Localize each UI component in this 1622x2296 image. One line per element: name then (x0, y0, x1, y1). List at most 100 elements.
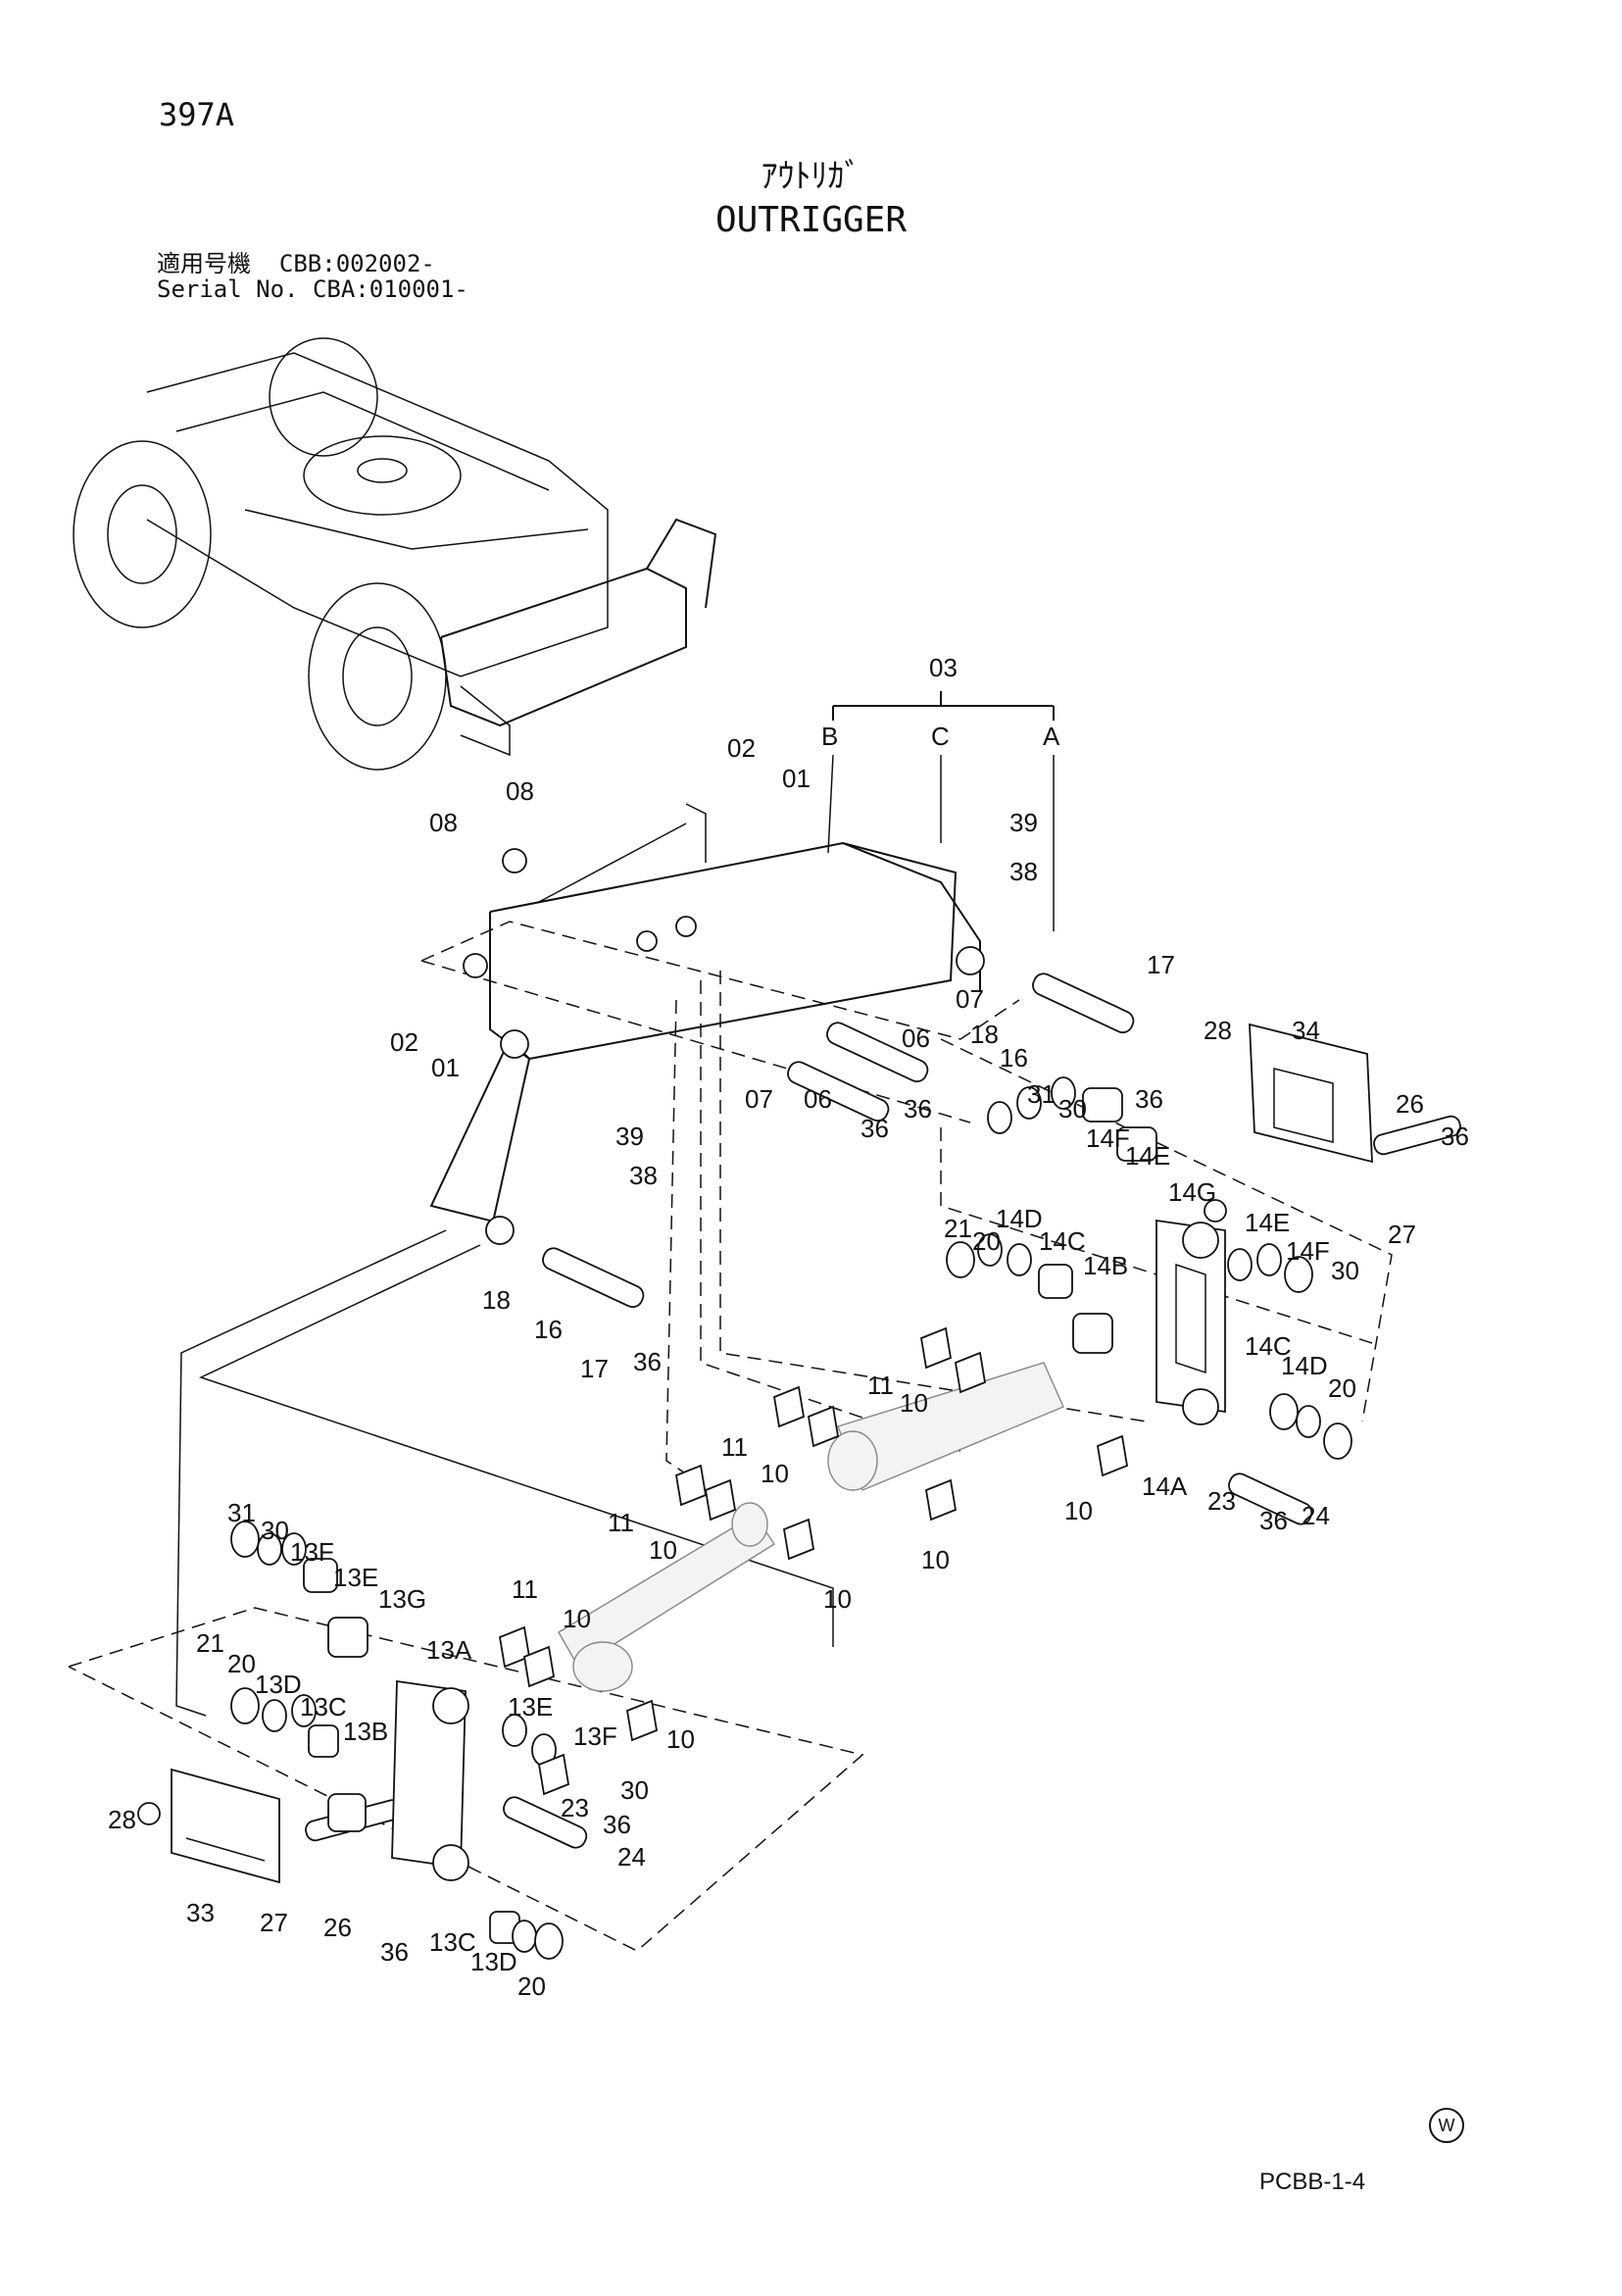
callout-10e: 10 (649, 1535, 677, 1565)
callout-20b: 20 (1328, 1373, 1356, 1403)
callout-31b: 31 (227, 1498, 256, 1527)
callout-C: C (931, 722, 950, 751)
callout-14F: 14F (1086, 1123, 1130, 1153)
links (391, 1219, 1226, 1881)
callout-18b: 18 (482, 1285, 511, 1315)
callout-14C: 14C (1039, 1226, 1086, 1256)
callout-36h: 36 (380, 1937, 409, 1967)
callout-14E-b: 14E (1245, 1208, 1290, 1237)
callout-34: 34 (1292, 1016, 1320, 1045)
callout-07: 07 (956, 984, 984, 1014)
callout-14D-b: 14D (1281, 1351, 1328, 1380)
callout-20: 20 (972, 1226, 1001, 1256)
callout-13G: 13G (378, 1584, 426, 1614)
callout-38: 38 (1009, 857, 1038, 886)
callout-30: 30 (1058, 1094, 1087, 1123)
callout-10h: 10 (666, 1724, 695, 1754)
callout-20d: 20 (517, 1972, 546, 2001)
callout-13A: 13A (426, 1635, 472, 1665)
callout-11d: 11 (512, 1574, 538, 1604)
callout-24: 24 (1302, 1501, 1330, 1530)
callout-27: 27 (1388, 1220, 1416, 1249)
callout-33: 33 (186, 1898, 215, 1927)
callout-21: 21 (944, 1214, 972, 1243)
callout-36: 36 (1135, 1084, 1163, 1114)
copyright-logo: W (1429, 2108, 1464, 2143)
title-japanese: ｱｳﾄﾘｶﾞ (761, 157, 861, 196)
callout-14F-b: 14F (1286, 1236, 1330, 1266)
callout-14G: 14G (1168, 1177, 1216, 1207)
serial-line-2: Serial No. CBA:010001- (157, 275, 468, 303)
callout-10g: 10 (563, 1604, 591, 1633)
title-english: OUTRIGGER (714, 200, 908, 240)
callout-08b: 08 (506, 776, 534, 806)
shim-plates (498, 1326, 1129, 1796)
callout-16: 16 (1000, 1043, 1028, 1073)
page-number: 397A (159, 96, 235, 133)
callout-30d: 30 (620, 1775, 649, 1805)
callout-20c: 20 (227, 1649, 256, 1678)
callout-B: B (821, 722, 838, 751)
callout-02b: 02 (390, 1027, 418, 1057)
callout-13E-b: 13E (508, 1692, 553, 1722)
callout-01: 01 (782, 764, 811, 793)
callout-13B: 13B (343, 1717, 388, 1746)
callout-17b: 17 (580, 1354, 609, 1383)
callout-11b: 11 (721, 1432, 748, 1462)
callout-26b: 26 (323, 1913, 352, 1942)
callout-21b: 21 (196, 1628, 224, 1658)
serial-info: 適用号機 CBB:002002- Serial No. CBA:010001- (157, 251, 468, 302)
callout-13E: 13E (333, 1563, 378, 1592)
callout-23b: 23 (561, 1793, 589, 1822)
callout-14B: 14B (1083, 1251, 1128, 1280)
machine-overview-illustration (73, 337, 717, 771)
serial-line-1: 適用号機 CBB:002002- (157, 250, 435, 277)
callout-36g: 36 (603, 1810, 631, 1839)
callout-14C-b: 14C (1245, 1331, 1292, 1361)
callout-labels: 03 B C A 02 01 39 38 08 08 02 01 07 18 1… (108, 653, 1469, 2001)
callout-13C: 13C (300, 1692, 347, 1722)
callout-36e: 36 (633, 1347, 662, 1376)
outrigger-frame (429, 803, 985, 1245)
callout-39: 39 (1009, 808, 1038, 837)
footer-code: PCBB-1-4 (1259, 2169, 1366, 2195)
callout-08: 08 (429, 808, 458, 837)
callout-31: 31 (1027, 1079, 1056, 1109)
callout-23: 23 (1207, 1486, 1236, 1516)
callout-10b: 10 (761, 1459, 789, 1488)
callout-10d: 10 (921, 1545, 950, 1574)
callout-30c: 30 (261, 1516, 289, 1545)
callout-06: 06 (902, 1023, 930, 1053)
callout-03: 03 (929, 653, 958, 682)
callout-14A: 14A (1142, 1472, 1188, 1501)
callout-14D: 14D (996, 1204, 1043, 1233)
callout-02: 02 (727, 733, 756, 763)
callout-13F: 13F (290, 1537, 334, 1567)
callout-10c: 10 (1064, 1496, 1093, 1525)
callout-10: 10 (900, 1388, 928, 1418)
callout-13D: 13D (255, 1670, 302, 1699)
callout-24b: 24 (617, 1842, 646, 1872)
callout-28b: 28 (108, 1805, 136, 1834)
callout-10f: 10 (823, 1584, 852, 1614)
callout-14E: 14E (1125, 1141, 1170, 1171)
callout-13C-b: 13C (429, 1927, 476, 1957)
callout-36d: 36 (1441, 1122, 1469, 1151)
callout-36c: 36 (860, 1114, 889, 1143)
callout-39b: 39 (615, 1122, 644, 1151)
callout-18: 18 (970, 1020, 999, 1049)
bushings-and-seals (137, 848, 1352, 1960)
callout-16b: 16 (534, 1315, 563, 1344)
callout-13F-b: 13F (573, 1722, 617, 1751)
callout-26: 26 (1396, 1089, 1424, 1119)
callout-11c: 11 (608, 1508, 634, 1537)
pins (305, 973, 1461, 1849)
brackets (171, 1023, 1373, 1884)
assembly-bracket (827, 691, 1055, 931)
callout-17: 17 (1147, 950, 1175, 979)
callout-36b: 36 (904, 1094, 932, 1123)
callout-27b: 27 (260, 1908, 288, 1937)
callout-A: A (1043, 722, 1060, 751)
callout-38b: 38 (629, 1161, 658, 1190)
